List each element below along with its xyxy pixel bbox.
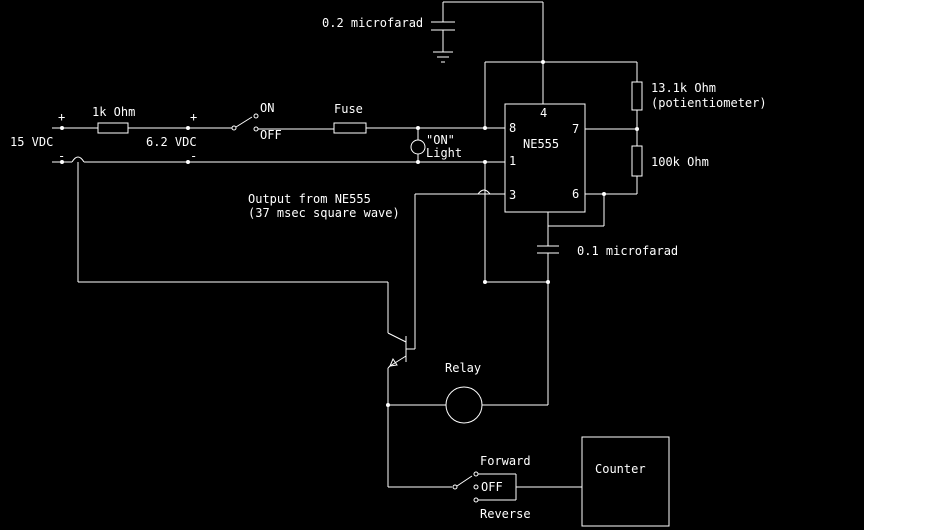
capacitor-0-2uf xyxy=(431,1,544,62)
pin-7-label: 7 xyxy=(572,122,579,136)
fuse xyxy=(333,122,367,134)
pin-3-label: 3 xyxy=(509,188,516,202)
junction xyxy=(602,192,606,196)
junction xyxy=(483,160,487,164)
label-fuse: Fuse xyxy=(334,102,363,116)
label-15vdc: 15 VDC xyxy=(10,135,53,149)
circuit-schematic: 0.2 microfarad 13.1k Ohm (potientiometer… xyxy=(10,1,767,527)
counter-box xyxy=(581,436,670,527)
wire-crossover-pin3 xyxy=(477,189,491,195)
label-relay: Relay xyxy=(445,361,481,375)
ne555-chip xyxy=(504,103,586,213)
pin-4-label: 4 xyxy=(540,106,547,120)
potentiometer-13-1k xyxy=(631,62,643,146)
label-cap-bottom: 0.1 microfarad xyxy=(577,244,678,258)
resistor-100k xyxy=(631,145,643,194)
junction xyxy=(386,403,390,407)
terminal xyxy=(186,126,190,130)
label-6-2vdc: 6.2 VDC xyxy=(146,135,197,149)
label-pot-note: (potientiometer) xyxy=(651,96,767,110)
terminal xyxy=(186,160,190,164)
schematic-canvas: 0.2 microfarad 13.1k Ohm (potientiometer… xyxy=(0,0,864,530)
label-output-2: (37 msec square wave) xyxy=(248,206,400,220)
on-light xyxy=(410,139,426,155)
capacitor-0-1uf xyxy=(537,212,559,282)
pin-6-label: 6 xyxy=(572,187,579,201)
junction xyxy=(483,126,487,130)
junction xyxy=(416,160,420,164)
label-counter: Counter xyxy=(595,462,646,476)
label-cap-top: 0.2 microfarad xyxy=(322,16,423,30)
label-switch-on: ON xyxy=(260,101,274,115)
label-reverse: Reverse xyxy=(480,507,531,521)
terminal xyxy=(60,160,64,164)
chip-label: NE555 xyxy=(523,137,559,151)
label-forward: Forward xyxy=(480,454,531,468)
power-switch xyxy=(231,113,334,132)
resistor-1k xyxy=(97,122,129,134)
transistor xyxy=(387,332,407,487)
label-plus-left: + xyxy=(58,110,65,124)
junction xyxy=(635,127,639,131)
direction-switch xyxy=(452,471,582,503)
label-light-on: "ON" xyxy=(426,133,455,147)
junction xyxy=(541,60,545,64)
terminal xyxy=(60,126,64,130)
label-minus-right: - xyxy=(190,149,197,163)
label-switch-off: OFF xyxy=(260,128,282,142)
relay-coil xyxy=(445,386,483,424)
ground-symbol xyxy=(433,51,453,63)
pin-1-label: 1 xyxy=(509,154,516,168)
label-switch2-off: OFF xyxy=(481,480,503,494)
junction xyxy=(483,280,487,284)
label-light: Light xyxy=(426,146,462,160)
label-plus-right: + xyxy=(190,110,197,124)
label-minus-left: - xyxy=(58,149,65,163)
label-1k: 1k Ohm xyxy=(92,105,135,119)
label-pot: 13.1k Ohm xyxy=(651,81,716,95)
wire-crossover xyxy=(71,156,85,163)
label-100k: 100k Ohm xyxy=(651,155,709,169)
pin-8-label: 8 xyxy=(509,121,516,135)
label-output-1: Output from NE555 xyxy=(248,192,371,206)
